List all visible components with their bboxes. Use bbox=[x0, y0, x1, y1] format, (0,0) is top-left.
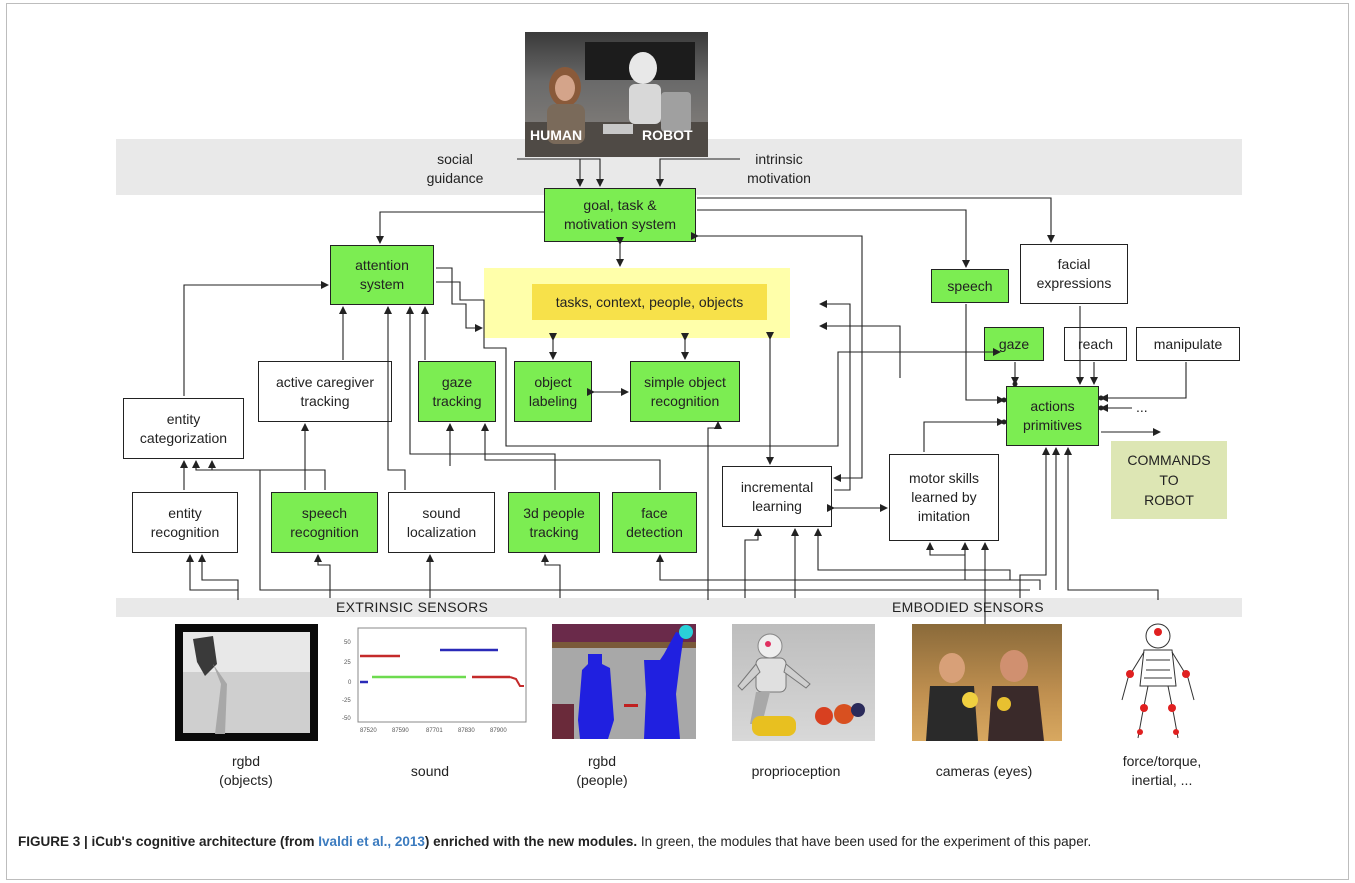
arrow-proprio-incr bbox=[744, 528, 762, 598]
face-detection-module: face detection bbox=[612, 492, 697, 553]
arrow-incremental-memory2 bbox=[819, 322, 901, 378]
commands-to-robot-label: COMMANDS TO ROBOT bbox=[1111, 441, 1227, 519]
rgbd-people-image bbox=[552, 624, 696, 739]
arrow-sound-speechrec bbox=[314, 554, 331, 598]
figure-caption: FIGURE 3 | iCub's cognitive architecture… bbox=[18, 832, 1328, 852]
attention-system-module: attention system bbox=[330, 245, 434, 305]
gaze-module: gaze bbox=[984, 327, 1044, 361]
arrow-cameras-face bbox=[656, 554, 1041, 590]
active-caregiver-tracking-module: active caregiver tracking bbox=[258, 361, 392, 422]
entity-recognition-module: entity recognition bbox=[132, 492, 238, 553]
robot-label: ROBOT bbox=[642, 127, 693, 143]
force-torque-label: force/torque, inertial, ... bbox=[1122, 753, 1202, 788]
caption-label: FIGURE 3 | iCub's cognitive architecture… bbox=[18, 834, 319, 849]
manipulate-module: manipulate bbox=[1136, 327, 1240, 361]
arrow-categorization-attention bbox=[183, 281, 329, 396]
force-torque-image bbox=[1108, 620, 1208, 742]
arrow-motor-actions bbox=[923, 418, 1005, 452]
sound-xtick-3: 87701 bbox=[426, 728, 443, 734]
embodied-sensors-label: EMBODIED SENSORS bbox=[892, 599, 1044, 615]
arrow-force-actions bbox=[1064, 447, 1159, 600]
speech-recognition-module: speech recognition bbox=[271, 492, 378, 553]
sound-plot-svg: 50 25 0 -25 -50 87520 87590 87701 87830 … bbox=[342, 627, 527, 734]
force-torque-picture bbox=[1121, 623, 1195, 739]
figure-frame bbox=[6, 3, 1349, 880]
rgbd-objects-image bbox=[175, 624, 318, 741]
proprioception-image bbox=[732, 624, 875, 741]
proprioception-picture bbox=[737, 633, 865, 736]
sound-xtick-1: 87520 bbox=[360, 728, 377, 734]
arrow-proprio-categorization bbox=[192, 460, 1030, 591]
sound-ytick-5: -50 bbox=[342, 716, 351, 722]
facial-expressions-module: facial expressions bbox=[1020, 244, 1128, 304]
sound-ytick-1: 50 bbox=[344, 640, 351, 646]
arrow-proprio-motor bbox=[926, 542, 966, 580]
arrow-speech-actions bbox=[965, 304, 1005, 404]
sound-xtick-5: 87900 bbox=[490, 728, 507, 734]
arrow-recognition-incr bbox=[707, 421, 722, 600]
more-actions-ellipsis: ... bbox=[1136, 399, 1148, 415]
sound-red-tail bbox=[509, 676, 524, 687]
arrow-sound-attention bbox=[384, 306, 406, 490]
arrow-goal-attention bbox=[376, 211, 545, 244]
gaze-tracking-module: gaze tracking bbox=[418, 361, 496, 422]
arrow-goal-speech bbox=[697, 209, 970, 268]
actions-dot-5 bbox=[1012, 381, 1018, 387]
people-tracking-3d-module: 3d people tracking bbox=[508, 492, 600, 553]
arrow-manipulate-actions bbox=[1100, 362, 1187, 402]
reach-module: reach bbox=[1064, 327, 1127, 361]
rgbd-objects-label: rgbd (objects) bbox=[219, 753, 273, 788]
sound-localization-module: sound localization bbox=[388, 492, 495, 553]
arrow-face-gaze bbox=[481, 423, 661, 490]
entity-categorization-module: entity categorization bbox=[123, 398, 244, 459]
human-label: HUMAN bbox=[530, 127, 583, 143]
actions-dot-3 bbox=[1098, 405, 1104, 411]
speech-module: speech bbox=[931, 269, 1009, 303]
actions-dot-1 bbox=[1001, 397, 1007, 403]
arrow-goal-incremental bbox=[691, 232, 863, 482]
actions-dot-4 bbox=[1001, 419, 1007, 425]
motor-skills-module: motor skills learned by imitation bbox=[889, 454, 999, 541]
rgbd-people-picture bbox=[552, 624, 696, 739]
sound-plot: 50 25 0 -25 -50 87520 87590 87701 87830 … bbox=[340, 624, 530, 744]
arrow-rgbdpeople-3d bbox=[541, 554, 561, 598]
sound-ytick-4: -25 bbox=[342, 698, 351, 704]
arrow-attention-memory bbox=[436, 267, 483, 332]
cameras-image bbox=[912, 624, 1062, 741]
caption-label-end: ) enriched with the new modules. bbox=[424, 834, 638, 849]
cameras-picture bbox=[926, 650, 1044, 741]
arrow-robot-goal bbox=[656, 158, 740, 187]
caption-citation-link[interactable]: Ivaldi et al., 2013 bbox=[318, 834, 425, 849]
extrinsic-sensors-label: EXTRINSIC SENSORS bbox=[336, 599, 489, 615]
social-guidance-label: social guidance bbox=[426, 151, 484, 186]
arrow-sensor-entity2 bbox=[198, 554, 239, 590]
arrow-goal-facial bbox=[697, 197, 1055, 243]
arrow-incremental-memory bbox=[819, 300, 851, 491]
actions-primitives-module: actions primitives bbox=[1006, 386, 1099, 446]
sound-ytick-2: 25 bbox=[344, 660, 351, 666]
arrow-cameras-incr bbox=[814, 528, 1011, 580]
cameras-label: cameras (eyes) bbox=[935, 763, 1033, 779]
arrow-cameras-actions bbox=[1019, 447, 1050, 598]
sound-xtick-2: 87590 bbox=[392, 728, 409, 734]
proprioception-label: proprioception bbox=[751, 763, 841, 779]
intrinsic-motivation-label: intrinsic motivation bbox=[747, 151, 811, 186]
arrow-attention-actions bbox=[436, 281, 1001, 447]
human-robot-photo bbox=[525, 32, 708, 157]
sound-ytick-3: 0 bbox=[348, 680, 352, 686]
rgbd-objects-picture bbox=[175, 624, 318, 734]
caption-text: In green, the modules that have been use… bbox=[637, 834, 1092, 849]
goal-task-motivation-module: goal, task & motivation system bbox=[544, 188, 696, 242]
rgbd-people-label: rgbd (people) bbox=[576, 753, 628, 788]
sound-label: sound bbox=[410, 763, 450, 779]
arrow-sensor-entity bbox=[186, 554, 239, 600]
sensor-band bbox=[116, 598, 1242, 617]
human-robot-picture bbox=[525, 42, 708, 157]
arrow-speechrec-categorization bbox=[208, 460, 326, 490]
arrow-human-goal bbox=[517, 158, 604, 187]
sound-xtick-4: 87830 bbox=[458, 728, 475, 734]
arrow-3dpeople-attention bbox=[406, 306, 556, 490]
actions-dot-2 bbox=[1098, 395, 1104, 401]
